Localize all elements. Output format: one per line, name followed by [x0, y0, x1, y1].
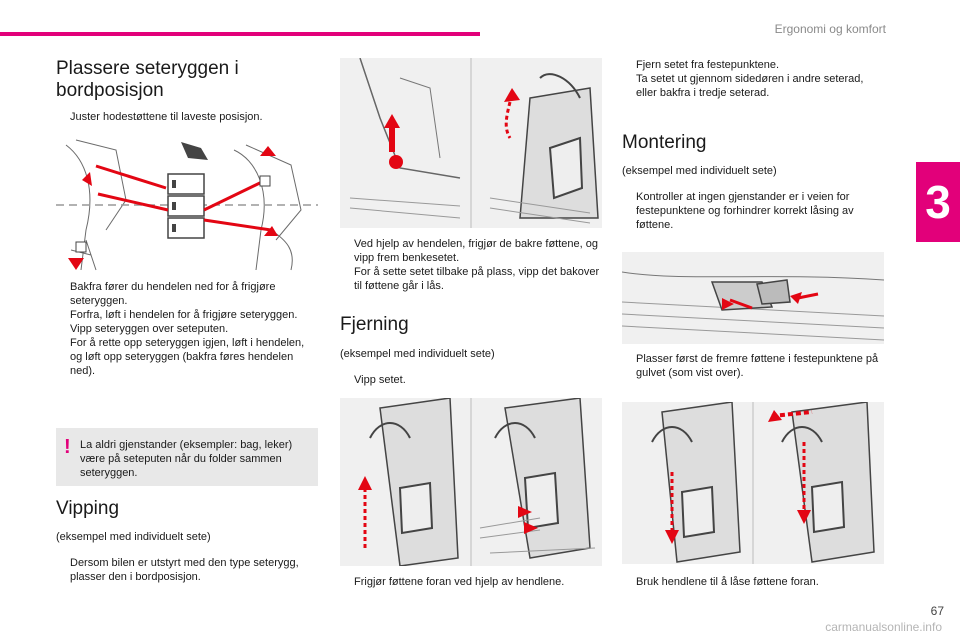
bench-tilt-illustration [340, 58, 602, 228]
title-line-2: bordposisjon [56, 80, 164, 101]
list-item: Fjern setet fra festepunktene. [622, 58, 884, 72]
bullet-marker [622, 58, 636, 72]
step-text: Kontroller at ingen gjenstander er i vei… [636, 191, 854, 231]
section-title-montering: Montering [622, 132, 707, 153]
bullet-marker [340, 265, 354, 293]
step-text: Fjern setet fra festepunktene. [636, 59, 780, 71]
arrow-icon [260, 146, 276, 156]
bullet-marker [56, 110, 70, 124]
list-item: Ta setet ut gjennom sidedøren i andre se… [622, 72, 884, 100]
step-text: Frigjør føttene foran ved hjelp av hendl… [354, 576, 565, 588]
arrow-icon [384, 114, 400, 128]
step-check: Kontroller at ingen gjenstander er i vei… [622, 190, 884, 232]
step-text: Juster hodestøttene til laveste posisjon… [70, 111, 263, 123]
section-title-fjerning: Fjerning [340, 314, 409, 335]
bullet-marker [56, 336, 70, 378]
step-text: Ta setet ut gjennom sidedøren i andre se… [636, 73, 864, 99]
step-text: Vipp setet. [354, 374, 406, 386]
step-text: Bakfra fører du hendelen ned for å frigj… [70, 281, 276, 307]
vipping-note: (eksempel med individuelt sete) [56, 531, 211, 543]
anchor-points-illustration [622, 252, 884, 344]
seat-removal-illustration [340, 398, 602, 566]
arrow-icon [358, 476, 372, 490]
step-vipping: Dersom bilen er utstyrt med den type set… [56, 556, 306, 584]
step-lock-front: Bruk hendlene til å låse føttene foran. [622, 575, 884, 589]
arrow-icon [524, 522, 538, 534]
arrow-icon [797, 510, 811, 524]
section-title-bordposisjon: Plassere seteryggen i bordposisjon [56, 58, 316, 102]
step-headrest: Juster hodestøttene til laveste posisjon… [56, 110, 318, 124]
steps-backrest-list: Bakfra fører du hendelen ned for å frigj… [56, 280, 318, 378]
step-text: Ved hjelp av hendelen, frigjør de bakre … [354, 238, 598, 264]
list-item: For å rette opp seteryggen igjen, løft i… [56, 336, 318, 378]
chapter-number-tab: 3 [916, 162, 960, 242]
bullet-marker [340, 373, 354, 387]
arrow-icon [768, 410, 782, 422]
seat-mounting-illustration [622, 402, 884, 564]
list-item: Forfra, løft i hendelen for å frigjøre s… [56, 308, 318, 322]
bullet-marker [622, 190, 636, 232]
arrow-icon [264, 226, 278, 236]
warning-box: ! La aldri gjenstander (eksempler: bag, … [56, 428, 318, 486]
bullet-marker [56, 322, 70, 336]
arrow-icon [68, 258, 84, 270]
step-text: Forfra, løft i hendelen for å frigjøre s… [70, 309, 298, 321]
section-title-vipping: Vipping [56, 498, 120, 519]
watermark-text: carmanualsonline.info [825, 620, 942, 634]
page-number: 67 [930, 604, 944, 618]
list-item: Bakfra fører du hendelen ned for å frigj… [56, 280, 318, 308]
arrow-icon [518, 506, 532, 518]
bullet-marker [56, 308, 70, 322]
steps-bench-list: Ved hjelp av hendelen, frigjør de bakre … [340, 237, 602, 293]
seat-backrest-illustration [56, 130, 318, 278]
step-fjerning: Vipp setet. [340, 373, 590, 387]
fjerning-note: (eksempel med individuelt sete) [340, 348, 495, 360]
step-front-feet: Plasser først de fremre føttene i festep… [622, 352, 884, 380]
bullet-marker [622, 352, 636, 380]
arrow-icon [504, 88, 520, 102]
chapter-header-title: Ergonomi og komfort [774, 22, 886, 36]
steps-remove-list: Fjern setet fra festepunktene. Ta setet … [622, 58, 884, 100]
step-text: Dersom bilen er utstyrt med den type set… [70, 557, 299, 583]
montering-note: (eksempel med individuelt sete) [622, 165, 777, 177]
bullet-marker [340, 237, 354, 265]
step-text: Vipp seteryggen over seteputen. [70, 323, 229, 335]
step-text: For å sette setet tilbake på plass, vipp… [354, 266, 600, 292]
arrow-icon [790, 292, 802, 304]
bullet-marker [56, 280, 70, 308]
arrow-icon [665, 530, 679, 544]
step-text: Plasser først de fremre føttene i festep… [636, 353, 879, 379]
list-item: Ved hjelp av hendelen, frigjør de bakre … [340, 237, 602, 265]
bullet-marker [56, 556, 70, 584]
step-text: For å rette opp seteryggen igjen, løft i… [70, 337, 305, 377]
top-accent-bar [0, 32, 480, 36]
warning-text: La aldri gjenstander (eksempler: bag, le… [80, 439, 293, 479]
list-item: Vipp seteryggen over seteputen. [56, 322, 318, 336]
step-text: Bruk hendlene til å låse føttene foran. [636, 576, 819, 588]
arrow-icon [722, 298, 734, 310]
arrow-icon [82, 172, 92, 186]
list-item: For å sette setet tilbake på plass, vipp… [340, 265, 602, 293]
warning-icon: ! [64, 436, 71, 458]
step-release-front: Frigjør føttene foran ved hjelp av hendl… [340, 575, 602, 589]
title-line-1: Plassere seteryggen i [56, 58, 239, 79]
bullet-marker [340, 575, 354, 589]
bullet-marker [622, 575, 636, 589]
bullet-marker [622, 72, 636, 100]
